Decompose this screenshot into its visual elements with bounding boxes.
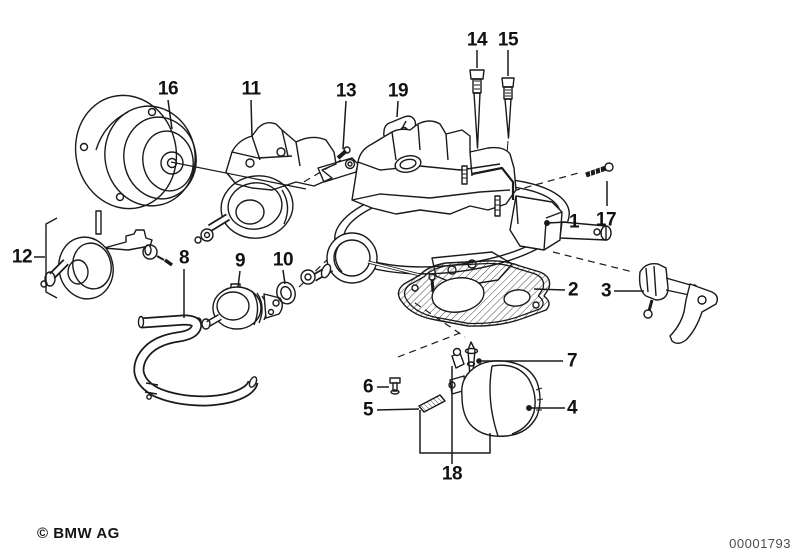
leader-lines (34, 50, 644, 464)
part-10-seal-ring (276, 281, 296, 305)
part-5-injection-tube (418, 394, 446, 413)
part-1-carburetor-body (300, 120, 612, 293)
document-number: 00001793 (729, 536, 791, 551)
callout-3[interactable]: 3 (600, 280, 612, 302)
callout-10[interactable]: 10 (272, 249, 294, 271)
part-9-actuator (194, 283, 283, 330)
callout-14[interactable]: 14 (466, 29, 488, 51)
part-11-choke-housing (194, 121, 359, 244)
callout-12[interactable]: 12 (11, 246, 33, 268)
part-12-bracket-line (45, 217, 58, 299)
callout-15[interactable]: 15 (497, 29, 519, 51)
callout-18[interactable]: 18 (441, 463, 463, 485)
part-2-gasket (397, 260, 551, 327)
callout-17[interactable]: 17 (595, 209, 617, 231)
part-8-hose (133, 314, 259, 407)
callout-4[interactable]: 4 (566, 397, 578, 419)
part-3-lever (638, 262, 719, 344)
part-6-fitting (389, 377, 401, 395)
callout-1[interactable]: 1 (568, 211, 580, 233)
callout-11[interactable]: 11 (241, 78, 261, 100)
callout-9[interactable]: 9 (234, 250, 246, 272)
callout-13[interactable]: 13 (335, 80, 357, 102)
part-4-vacuum-unit (448, 347, 544, 437)
callout-19[interactable]: 19 (387, 80, 409, 102)
callout-16[interactable]: 16 (157, 78, 179, 100)
callout-2[interactable]: 2 (567, 279, 579, 301)
callout-6[interactable]: 6 (362, 376, 374, 398)
copyright-text: © BMW AG (37, 525, 120, 542)
part-13-screw (336, 146, 351, 160)
callout-8[interactable]: 8 (178, 247, 190, 269)
part-16-choke-cover (74, 94, 197, 210)
part-17-screw (585, 162, 614, 178)
callout-5[interactable]: 5 (362, 399, 374, 421)
part-12-pulldown-unit (40, 210, 174, 300)
callout-7[interactable]: 7 (566, 350, 578, 372)
